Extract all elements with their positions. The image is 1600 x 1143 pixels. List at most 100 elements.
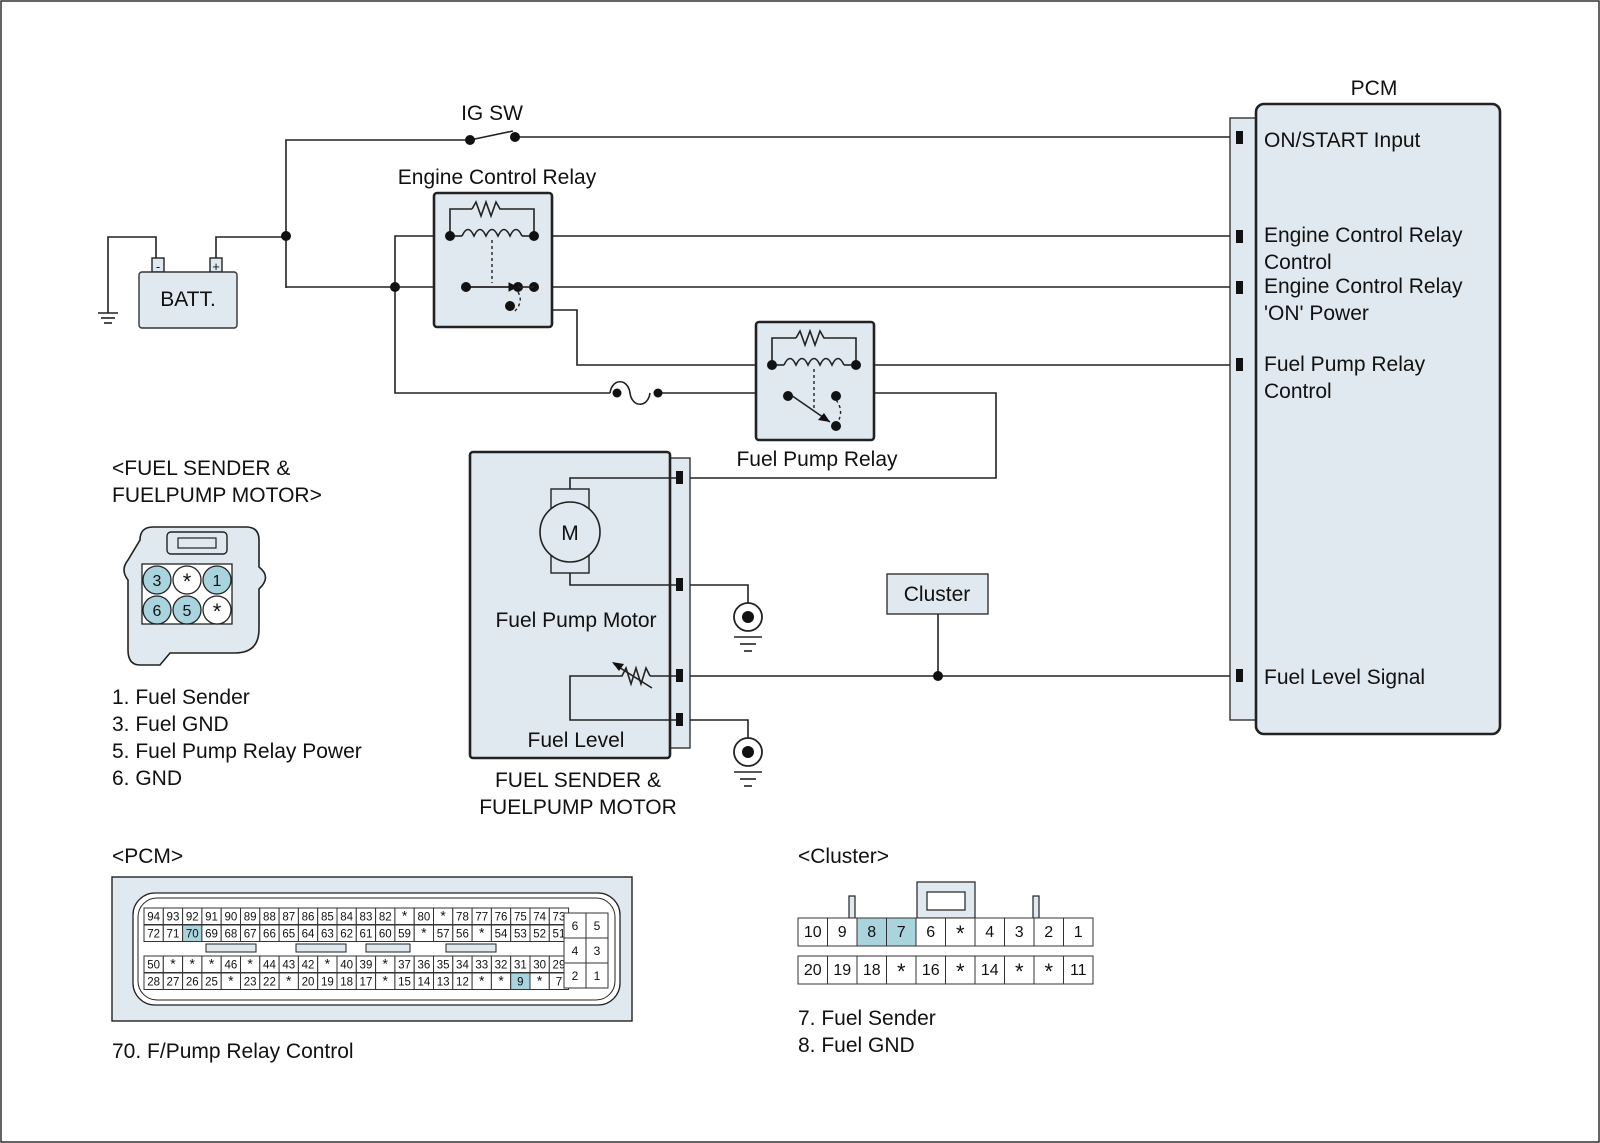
- pcm-pin-label: 36: [417, 960, 430, 972]
- pcm-pin-label: 15: [398, 977, 411, 989]
- pcm-pin-label: 54: [495, 929, 508, 941]
- pcm-pin-label: 85: [321, 912, 334, 924]
- pcm-pin-label: 37: [398, 960, 411, 972]
- pcm-pin-label: *: [440, 908, 446, 924]
- pcm-pin-label: 72: [147, 929, 160, 941]
- cluster-pin-cell: [1033, 917, 1064, 947]
- pcm-pin-label: 65: [282, 929, 295, 941]
- engine-control-relay-label: Engine Control Relay: [398, 166, 597, 189]
- fuel-sender-legend-4: 6. GND: [112, 767, 182, 790]
- cluster-connector-heading: <Cluster>: [798, 845, 889, 868]
- pcm-pin-label: *: [537, 973, 543, 989]
- pcm-pin-label: 29: [553, 960, 566, 972]
- pcm-side-pin-label: 1: [594, 969, 601, 983]
- pcm-pin-label: *: [402, 908, 408, 924]
- pcm-side-pin-label: 3: [594, 944, 601, 958]
- cluster-pin-label: *: [1015, 959, 1024, 984]
- pcm-pin-label: *: [325, 956, 331, 972]
- connector-pin-label: 6: [153, 603, 162, 620]
- pcm-terminal-fuel-level: Fuel Level Signal: [1264, 666, 1425, 689]
- cluster-pin-label: *: [956, 921, 965, 946]
- pcm-pin-label: 18: [340, 977, 353, 989]
- pcm-pin-label: 62: [340, 929, 353, 941]
- cluster-pin-cell: [886, 917, 917, 947]
- cluster-pin-label: 9: [838, 924, 847, 941]
- cluster-pin-cell: [1063, 917, 1094, 947]
- chassis-ground-icon: [98, 300, 118, 324]
- pcm-pin-label: *: [383, 973, 389, 989]
- pcm-pin-label: 75: [514, 912, 527, 924]
- cluster-pin-cell: [1063, 955, 1094, 985]
- cluster-pin-cell: [974, 917, 1005, 947]
- body-ground-icon: [733, 737, 763, 787]
- connector-pin: [142, 595, 172, 625]
- pcm-pin-label: *: [421, 925, 427, 941]
- pcm-pin-label: 51: [553, 929, 566, 941]
- pcm-pin-label: 57: [437, 929, 450, 941]
- pcm-pin-label: 70: [186, 929, 199, 941]
- cluster-legend-2: 8. Fuel GND: [798, 1034, 915, 1057]
- ig-switch-contact: [465, 135, 475, 145]
- pcm-pin-label: 27: [167, 977, 180, 989]
- pcm-pin-label: 68: [224, 929, 237, 941]
- pcm-pin-label: 74: [533, 912, 546, 924]
- battery: BATT. - +: [138, 257, 238, 329]
- cluster-pin-cell: [915, 955, 946, 985]
- pcm-pin-label: 34: [456, 960, 469, 972]
- pcm-pin-label: 46: [224, 960, 237, 972]
- junction-dots: [281, 132, 943, 681]
- pcm-terminal-on-start: ON/START Input: [1264, 129, 1421, 152]
- pcm-pin-label: *: [286, 973, 292, 989]
- cluster-pin-label: 6: [926, 924, 935, 941]
- pcm-pin-label: 59: [398, 929, 411, 941]
- ig-switch-contact: [510, 132, 520, 142]
- pcm-pin-label: *: [190, 956, 196, 972]
- cluster-pin-label: 16: [922, 962, 940, 979]
- pcm-terminal-ecr-power-1: Engine Control Relay: [1264, 275, 1463, 298]
- pcm-key-tab: [365, 943, 411, 953]
- ig-switch-label: IG SW: [461, 102, 523, 125]
- pcm-side-pin-label: 2: [572, 969, 579, 983]
- pcm-pin-label: 86: [302, 912, 315, 924]
- pcm-pin-label: 91: [205, 912, 218, 924]
- pcm-pin-label: 80: [417, 912, 430, 924]
- pcm-pin-label: 94: [147, 912, 160, 924]
- fuel-module-caption-2: FUELPUMP MOTOR: [479, 796, 677, 819]
- pcm-pin-label: 87: [282, 912, 295, 924]
- pcm-pin-label: 20: [302, 977, 315, 989]
- fuel-sender-legend-2: 3. Fuel GND: [112, 713, 229, 736]
- pcm-side-pin-cell: [585, 962, 609, 989]
- pcm-pin-label: 26: [186, 977, 199, 989]
- pcm-pin-label: 44: [263, 960, 276, 972]
- cluster-box: Cluster: [886, 573, 989, 615]
- connector-pin: [142, 565, 172, 595]
- pcm-pin-label: *: [170, 956, 176, 972]
- cluster-pin-label: 2: [1044, 924, 1053, 941]
- pcm-pin-label: 33: [475, 960, 488, 972]
- cluster-pin-label: *: [1044, 959, 1053, 984]
- pcm-pin-label: 66: [263, 929, 276, 941]
- pcm-pin-label: 84: [340, 912, 353, 924]
- pcm-key-tab: [295, 943, 347, 953]
- cluster-pin-cell: [856, 917, 887, 947]
- pcm-side-pin-label: 6: [572, 919, 579, 933]
- pcm-pin-label: 19: [321, 977, 334, 989]
- pcm-pin-label: 14: [417, 977, 430, 989]
- coil-feed-wire: [394, 235, 610, 394]
- pcm-pin-label: 25: [205, 977, 218, 989]
- fuel-sender-heading-1: <FUEL SENDER &: [112, 457, 290, 480]
- pcm-side-pin-label: 4: [572, 944, 579, 958]
- pcm-pin-label: 52: [533, 929, 546, 941]
- pcm-pin-label: 83: [360, 912, 373, 924]
- pcm-pin-label: 17: [360, 977, 373, 989]
- pcm-pin-label: 23: [244, 977, 257, 989]
- cluster-pin-label: *: [897, 959, 906, 984]
- cluster-pin-cell: [797, 955, 828, 985]
- motor-symbol: M: [561, 522, 579, 545]
- motor-icon: [539, 501, 601, 563]
- cluster-pin-cell: [945, 955, 976, 985]
